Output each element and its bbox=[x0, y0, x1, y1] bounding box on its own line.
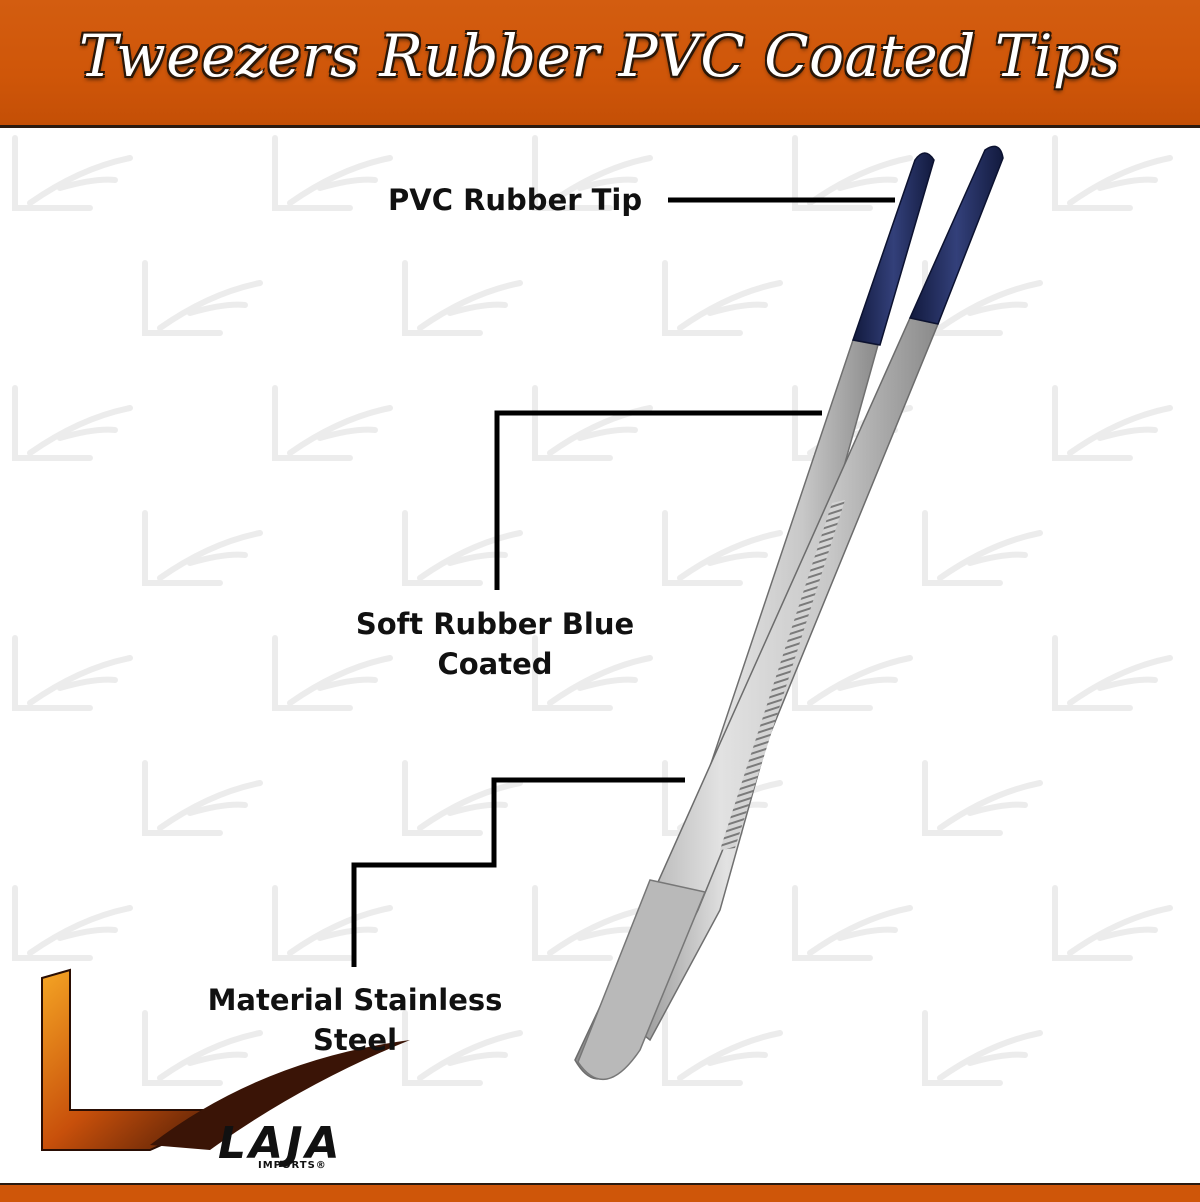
callout-label-material-line2: Steel bbox=[312, 1023, 398, 1057]
logo-brand-text: LAJA bbox=[218, 1118, 343, 1169]
callout-label-rubber-tip: PVC Rubber Tip bbox=[388, 183, 643, 217]
tweezers bbox=[574, 145, 1004, 1081]
rubber-tip-left bbox=[852, 152, 935, 346]
callout-line-material bbox=[351, 777, 685, 967]
rubber-tip-right bbox=[908, 145, 1004, 325]
callout-line-coated bbox=[494, 410, 822, 590]
callout-label-soft-coated-line1: Soft Rubber Blue bbox=[355, 607, 635, 641]
logo-sub-text: IMPORTS® bbox=[258, 1160, 327, 1171]
handle-end bbox=[577, 879, 707, 1081]
page-title: Tweezers Rubber PVC Coated Tips bbox=[79, 22, 1121, 90]
footer-bar bbox=[0, 1183, 1200, 1202]
callout-label-material-line1: Material Stainless bbox=[207, 983, 503, 1017]
callout-label-soft-coated-line2: Coated bbox=[437, 647, 553, 681]
callout-lines bbox=[351, 197, 895, 967]
callout-label-material: Material Stainless Steel bbox=[195, 980, 515, 1060]
laja-logo-mark bbox=[41, 968, 410, 1151]
callout-label-soft-coated: Soft Rubber Blue Coated bbox=[330, 604, 660, 684]
serrated-grip bbox=[720, 500, 845, 850]
header-banner: Tweezers Rubber PVC Coated Tips bbox=[0, 0, 1200, 128]
